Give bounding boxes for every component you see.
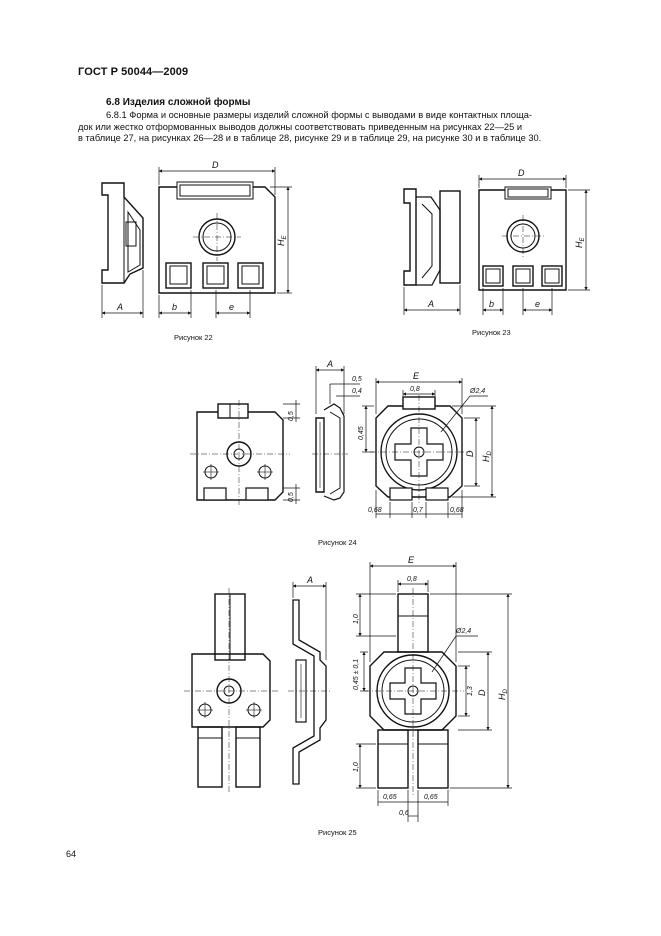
fig22-label-A: A (116, 302, 123, 312)
fig24-label-0-68-right: 0,68 (450, 507, 464, 514)
document-header: ГОСТ Р 50044—2009 (78, 66, 189, 78)
fig25-label-0-65-right: 0,65 (424, 794, 438, 801)
fig24-label-0-68-left: 0,68 (368, 507, 382, 514)
fig23-dimensions (403, 175, 590, 315)
figure-23-caption: Рисунок 23 (472, 328, 511, 337)
fig24-label-0-5-left-bottom: 0,5 (288, 492, 295, 502)
section-number: 6.8 (106, 97, 120, 108)
fig25-label-1-0-bottom: 1,0 (353, 762, 360, 772)
fig24-side-dimensions (315, 366, 360, 414)
fig22-label-e: e (229, 302, 234, 312)
fig24-label-0-5-top: 0,5 (352, 376, 362, 383)
fig24-label-0-7: 0,7 (413, 507, 424, 514)
fig24-label-diameter: Ø2,4 (469, 388, 485, 395)
fig25-side-dimensions (292, 582, 327, 660)
fig24-label-0-8: 0,8 (410, 386, 420, 393)
figure-22-caption: Рисунок 22 (174, 333, 213, 342)
fig25-label-0-65-left: 0,65 (383, 794, 397, 801)
fig23-front-view (478, 186, 567, 291)
fig23-label-D: D (518, 168, 525, 178)
fig25-label-A: A (306, 575, 313, 585)
fig25-label-0-45-tol: 0,45 ± 0,1 (353, 659, 360, 690)
fig23-label-H: HE (574, 237, 586, 249)
fig24-label-A: A (326, 359, 333, 369)
fig25-label-0-6: 0,6 (399, 810, 409, 817)
fig22-dimensions (101, 167, 292, 318)
section-paragraph: 6.8.1 Форма и основные размеры изделий с… (78, 110, 598, 145)
fig24-front-view (370, 395, 470, 505)
fig25-label-diameter: Ø2,4 (455, 628, 471, 635)
fig22-label-D: D (212, 160, 219, 170)
fig25-label-E: E (408, 555, 415, 565)
fig25-front-dimensions (356, 562, 512, 822)
fig25-label-D: D (477, 689, 487, 696)
fig22-side-view (101, 182, 144, 284)
fig24-label-D: D (465, 450, 475, 457)
section-title-text: Изделия сложной формы (122, 97, 251, 108)
fig25-front-view (364, 588, 464, 795)
fig23-label-e: e (535, 299, 540, 309)
figure-23 (403, 175, 590, 315)
fig24-label-E: E (413, 371, 420, 381)
paragraph-line: в таблице 27, на рисунках 26—28 и в табл… (78, 133, 542, 144)
fig24-left-view (190, 400, 290, 506)
fig23-side-view (403, 188, 461, 286)
figure-24 (190, 366, 496, 518)
figure-25-caption: Рисунок 25 (318, 828, 357, 837)
paragraph-line: док или жестко отформованных выводов дол… (78, 121, 523, 132)
page-number: 64 (66, 849, 77, 859)
fig24-label-0-5-left-top: 0,5 (288, 411, 295, 421)
fig24-label-H: HD (481, 451, 493, 463)
fig25-label-1-0-top: 1,0 (353, 614, 360, 624)
fig22-front-view (158, 181, 276, 294)
figure-24-caption: Рисунок 24 (318, 538, 357, 547)
fig25-label-H: HD (497, 689, 509, 701)
fig24-left-dimensions (283, 400, 300, 504)
fig25-label-1-3: 1,3 (467, 686, 474, 696)
fig23-label-A: A (427, 299, 434, 309)
fig25-label-0-8: 0,8 (407, 576, 417, 583)
figure-22 (101, 167, 292, 318)
fig22-label-b: b (172, 302, 177, 312)
fig24-label-0-45: 0,45 (358, 426, 365, 440)
fig24-front-dimensions (362, 378, 496, 518)
fig25-side-view (288, 599, 332, 785)
fig25-left-view (184, 588, 278, 792)
fig23-label-b: b (489, 299, 494, 309)
fig24-label-0-4: 0,4 (352, 388, 362, 395)
figure-25 (184, 562, 512, 822)
section-title: 6.8 Изделия сложной формы (106, 97, 250, 108)
paragraph-line: 6.8.1 Форма и основные размеры изделий с… (106, 110, 533, 120)
fig24-side-view (312, 403, 348, 501)
fig22-label-H: HE (276, 235, 288, 247)
